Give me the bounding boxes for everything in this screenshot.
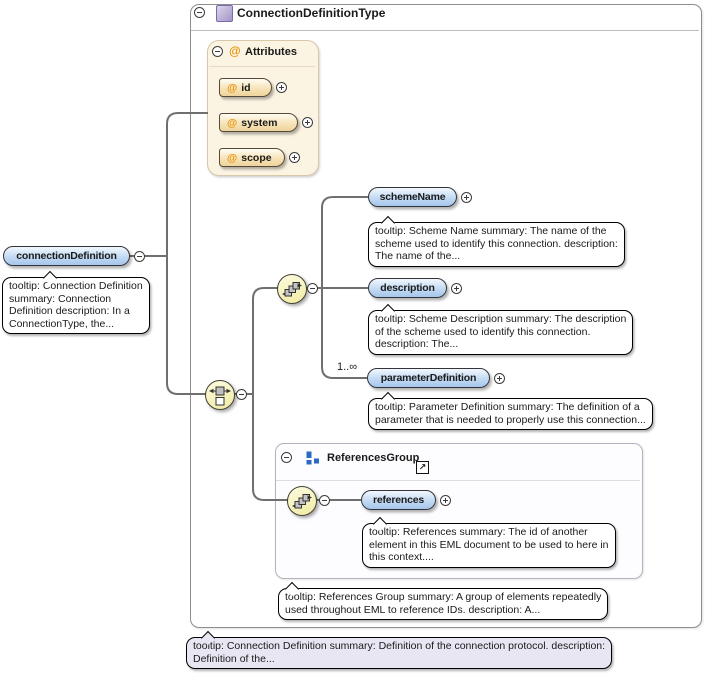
tooltip-schemeName: tooltip: Scheme Name summary: The name o… — [368, 215, 625, 267]
attribute-id-badge[interactable]: @id — [219, 78, 272, 97]
attribute-label: id — [241, 81, 251, 94]
expand-icon[interactable] — [302, 117, 313, 128]
expand-icon[interactable] — [451, 282, 462, 294]
element-connectionDefinition[interactable]: connectionDefinition — [3, 246, 130, 266]
tooltip-description: tooltip: Scheme Description summary: The… — [368, 303, 634, 355]
attribute-icon: @ — [229, 44, 241, 58]
expand-icon[interactable] — [461, 191, 472, 203]
attribute-scope-badge[interactable]: @scope — [219, 148, 285, 167]
collapse-icon[interactable] — [236, 389, 247, 400]
external-link-icon[interactable]: ↗ — [416, 461, 429, 474]
attribute-label: scope — [241, 151, 272, 164]
sequence-compositor-icon[interactable] — [287, 486, 317, 516]
attribute-icon: @ — [227, 151, 238, 164]
tooltip-connectionDefinition: tooltip: Connection Definition summary: … — [2, 270, 150, 334]
element-schemeName[interactable]: schemeName — [368, 187, 457, 207]
group-separator — [276, 480, 640, 481]
collapse-icon[interactable] — [319, 495, 330, 506]
expand-icon[interactable] — [440, 494, 451, 506]
attribute-system-badge[interactable]: @system — [219, 113, 298, 132]
collapse-icon[interactable] — [307, 283, 318, 294]
tooltip-references-group: tooltip: References Group summary: A gro… — [278, 581, 609, 620]
element-references[interactable]: references — [361, 490, 436, 510]
element-parameterDefinition[interactable]: parameterDefinition — [367, 368, 490, 388]
sequence-compositor-icon[interactable] — [277, 274, 307, 304]
attribute-label: system — [241, 116, 278, 129]
complex-type-icon — [216, 5, 233, 22]
header-separator — [191, 30, 699, 31]
occurrence-label: 1..∞ — [337, 361, 358, 373]
element-description[interactable]: description — [368, 278, 447, 298]
attribute-icon: @ — [227, 116, 238, 129]
references-group-title: ReferencesGroup — [327, 452, 420, 464]
attributes-title: Attributes — [245, 46, 297, 58]
attributes-separator — [209, 66, 315, 67]
tooltip-connection-definition-type: tooltip: Connection Definition summary: … — [186, 630, 613, 669]
expand-icon[interactable] — [288, 152, 300, 163]
collapse-icon[interactable] — [194, 7, 205, 18]
choice-compositor-icon[interactable] — [205, 380, 235, 410]
collapse-icon[interactable] — [134, 250, 145, 262]
expand-icon[interactable] — [276, 82, 287, 93]
expand-icon[interactable] — [494, 372, 505, 384]
complex-type-title: ConnectionDefinitionType — [237, 6, 386, 20]
collapse-icon[interactable] — [281, 452, 292, 463]
group-icon — [306, 451, 321, 471]
tooltip-references: tooltip: References summary: The id of a… — [362, 516, 616, 568]
attribute-icon: @ — [227, 81, 238, 94]
collapse-icon[interactable] — [212, 46, 223, 57]
tooltip-parameterDefinition: tooltip: Parameter Definition summary: T… — [368, 391, 653, 430]
